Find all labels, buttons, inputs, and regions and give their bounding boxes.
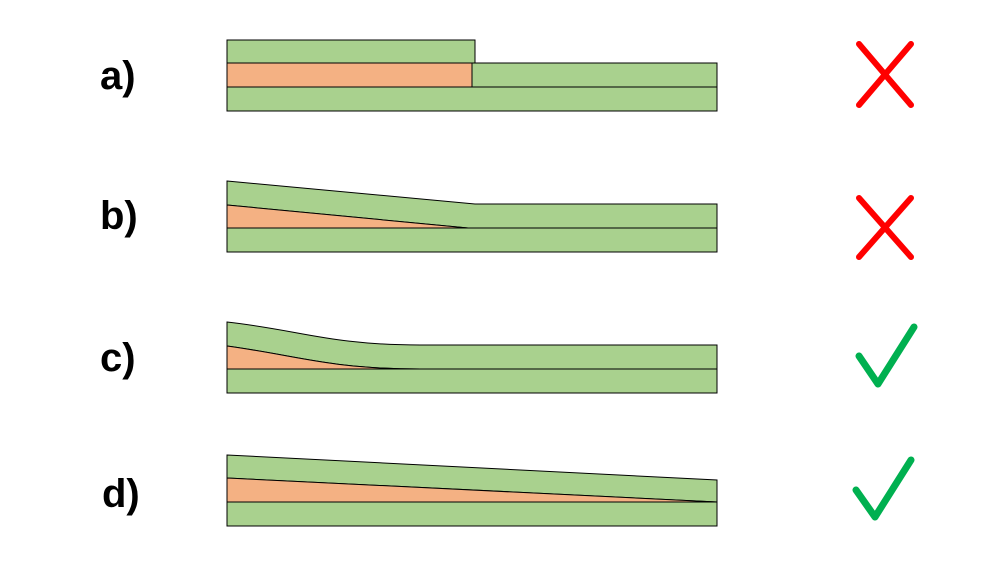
row-label-a: a) xyxy=(100,54,136,98)
row-b-bottom-layer xyxy=(226,227,718,253)
check-icon xyxy=(852,456,915,521)
cross-icon xyxy=(856,195,914,260)
row-d-orange-wedge xyxy=(226,477,718,503)
row-label-b: b) xyxy=(100,194,138,238)
row-c-bottom-layer xyxy=(226,368,718,394)
row-a-top-layer xyxy=(226,39,476,64)
row-d-layers xyxy=(226,454,718,527)
row-a-bottom-layer xyxy=(226,86,718,112)
row-d-bottom-layer xyxy=(226,501,718,527)
row-a-green-right-layer xyxy=(471,62,718,88)
cross-icon xyxy=(856,41,914,108)
row-a-orange-layer xyxy=(226,62,473,88)
row-a-layers xyxy=(226,39,718,112)
row-b-layers xyxy=(226,180,718,253)
row-c-layers xyxy=(226,321,718,394)
row-b-orange-wedge xyxy=(226,204,469,229)
check-icon xyxy=(855,323,918,388)
row-c-orange-wedge xyxy=(226,345,421,370)
row-label-c: c) xyxy=(100,336,136,380)
row-label-d: d) xyxy=(102,472,140,516)
